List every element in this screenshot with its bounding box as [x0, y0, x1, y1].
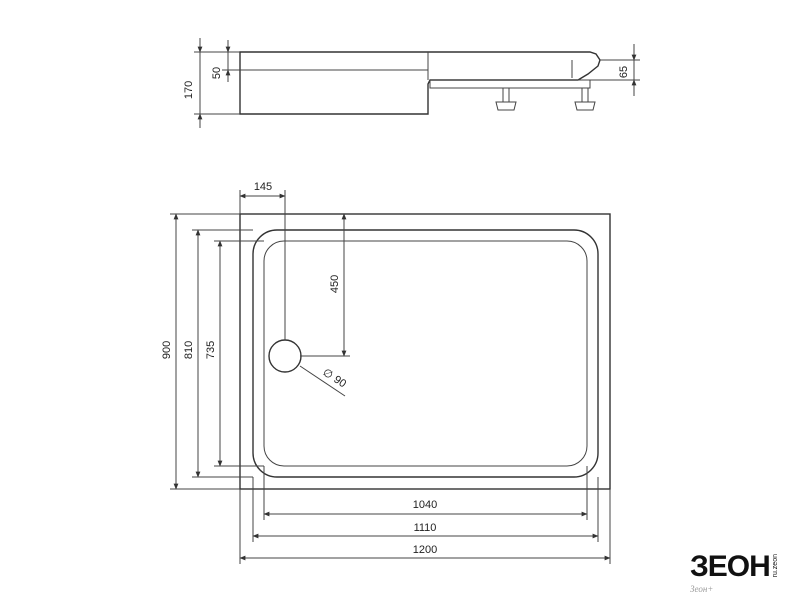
dim-label-1200: 1200 — [413, 544, 437, 556]
tray-outer-outline — [239, 213, 611, 490]
drain-hole — [268, 339, 302, 373]
dim-label-810: 810 — [183, 341, 195, 359]
tray-rim-outline — [252, 229, 599, 478]
dim-label-735: 735 — [205, 341, 217, 359]
dim-label-diameter-symbol: ∅ — [320, 367, 335, 382]
dim-label-145: 145 — [254, 181, 272, 193]
dim-label-1040: 1040 — [413, 499, 437, 511]
logo-main-text: ЗЕОН — [690, 550, 771, 583]
support-rail — [429, 79, 591, 89]
drain-diameter-leader — [299, 365, 346, 397]
brand-logo: ЗЕОН ru.zeon Зеон+ — [690, 552, 800, 600]
side-view: 170 50 65 — [183, 38, 640, 128]
tray-basin-outline — [263, 240, 588, 467]
top-view: ∅ 90 145 450 900 810 735 1040 — [161, 181, 611, 564]
dim-label-1110: 1110 — [414, 522, 437, 534]
dim-label-drain-diameter: 90 — [331, 374, 348, 391]
dim-label-65: 65 — [618, 66, 630, 78]
dim-label-450: 450 — [329, 275, 341, 293]
dim-label-170: 170 — [183, 81, 195, 99]
support-leg-left — [495, 87, 517, 111]
side-view-tray — [239, 51, 601, 115]
dim-label-50: 50 — [211, 67, 223, 79]
dim-label-900: 900 — [161, 341, 173, 359]
logo-side-text: ru.zeon — [772, 554, 779, 578]
logo-subtitle: Зеон+ — [690, 584, 714, 594]
support-leg-right — [574, 87, 596, 111]
